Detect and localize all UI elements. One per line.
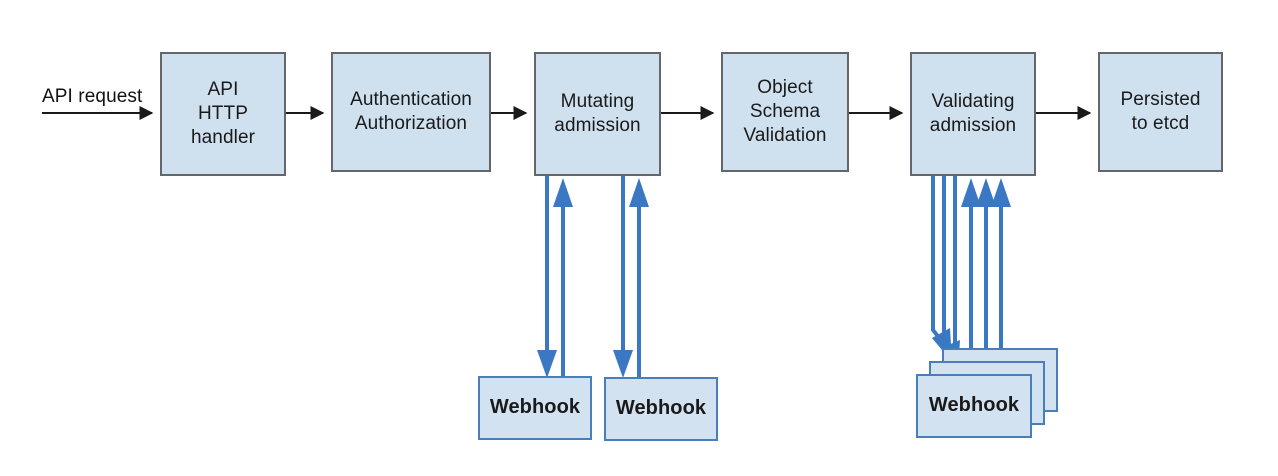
node-mutating-webhook-1[interactable]: Webhook	[478, 376, 592, 440]
node-object-schema-validation[interactable]: Object Schema Validation	[721, 52, 849, 172]
edge-mutating-admission-to-webhook-1	[537, 176, 573, 378]
node-mutating-admission[interactable]: Mutating admission	[534, 52, 661, 176]
node-validating-admission[interactable]: Validating admission	[910, 52, 1036, 176]
edge-mutating-admission-to-webhook-2	[613, 176, 649, 378]
entry-label-api-request: API request	[42, 86, 143, 107]
node-validating-webhook-stack-front[interactable]: Webhook	[916, 374, 1032, 438]
node-mutating-webhook-2[interactable]: Webhook	[604, 377, 718, 441]
node-persisted-to-etcd[interactable]: Persisted to etcd	[1098, 52, 1223, 172]
node-api-http-handler[interactable]: API HTTP handler	[160, 52, 286, 176]
node-authentication-authorization[interactable]: Authentication Authorization	[331, 52, 491, 172]
